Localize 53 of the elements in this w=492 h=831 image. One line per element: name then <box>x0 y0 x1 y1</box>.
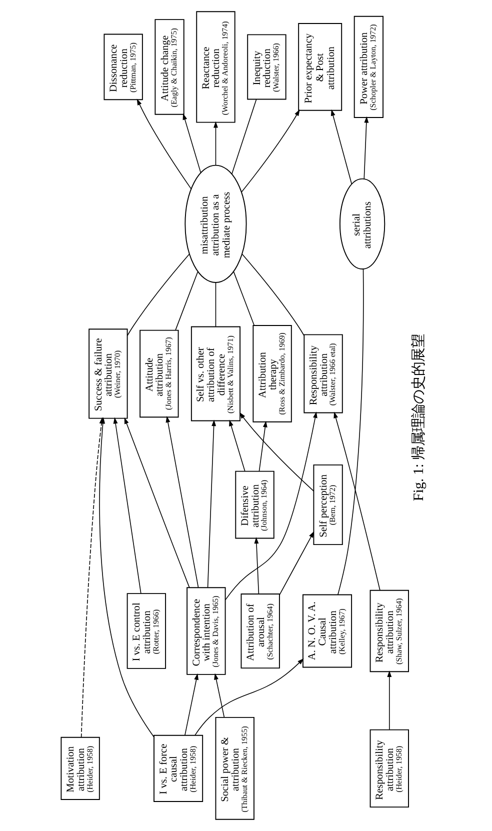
connector <box>233 271 255 326</box>
node-box: Attitude change (Eagly & Chaikin, 1975) <box>154 19 184 115</box>
caption: Fig. 1: 帰属理論の史的展望 <box>411 334 428 502</box>
arrow <box>334 412 380 591</box>
arrow <box>225 412 318 600</box>
arrow <box>182 113 202 174</box>
node-box: Success & failure attribution (Weiner, 1970) <box>88 328 128 419</box>
arrow <box>194 658 304 736</box>
node-box: Social power & attribution (Thibaut & Riecken, 1955) <box>215 716 254 820</box>
arrow <box>387 670 392 730</box>
connector <box>127 254 190 336</box>
arrow <box>330 109 352 185</box>
node-box: Responsibility attribution (Walster, 1966 etal) <box>304 334 343 414</box>
node-box: I vs. E control attribution (Rotter, 1966) <box>126 593 166 669</box>
arrow <box>166 416 199 588</box>
arrow <box>124 417 190 588</box>
arrow <box>113 417 142 594</box>
arrow <box>241 109 300 193</box>
node-box: Dissonance reduction (Pittman, 1975) <box>104 34 143 100</box>
node-box: Attribution therapy (Ross & Zimbardo, 1969) <box>252 325 292 422</box>
connector <box>231 98 257 174</box>
node-box: Responsibility attribution (Heider, 1958) <box>370 729 409 808</box>
node-box: I vs. E force causal attribution (Heider, 1958) <box>154 734 204 802</box>
node-box: Difensive attribution (Johnson, 1964) <box>235 470 274 539</box>
arrow <box>229 420 246 472</box>
node-box: Self vs. other attribution of difference (Nisbett & Valins, 1971) <box>190 326 240 422</box>
node-ellipse: serial attributions <box>339 178 386 270</box>
arrow <box>214 673 225 718</box>
arrow <box>184 673 199 736</box>
connector <box>175 271 198 330</box>
arrow <box>207 420 216 588</box>
arrow <box>364 116 369 180</box>
node-box: Responsibility attribution (Shaw, Sulzer, 1964) <box>370 590 409 672</box>
arrow <box>279 531 314 596</box>
connector <box>338 268 364 596</box>
node-box: Correspondence with intention (Jones & Davis, 1965) <box>186 587 226 675</box>
node-box: A. N. O. V. A. Causal attribution (Kelley, 1967) <box>302 594 352 668</box>
arrow <box>214 121 218 166</box>
arrow <box>258 420 268 472</box>
node-box: Self perception (Bem, 1972) <box>313 464 343 546</box>
connector <box>215 282 216 328</box>
connector <box>242 254 304 336</box>
node-box: Attribution of arousal (Schachter, 1964) <box>240 594 280 669</box>
node-box: Reactance reduction (Worchel & Andoreoli, 1974) <box>196 11 236 123</box>
node-box: Inequity reduction (Walster, 1966) <box>247 34 286 100</box>
node-box: Prior expectancy & Post attribution <box>298 23 342 111</box>
node-box: Power attribution (Schopler & Layton, 1972) <box>354 16 384 118</box>
node-ellipse: misattribution attribution as a mediate process <box>184 164 247 283</box>
node-box: Attitude attribution (Jones & Harris, 1967) <box>140 330 179 418</box>
arrow <box>239 412 314 492</box>
arrow <box>136 98 192 190</box>
arrow <box>254 537 260 594</box>
node-box: Motivation attribution (Heider, 1958) <box>60 736 100 800</box>
